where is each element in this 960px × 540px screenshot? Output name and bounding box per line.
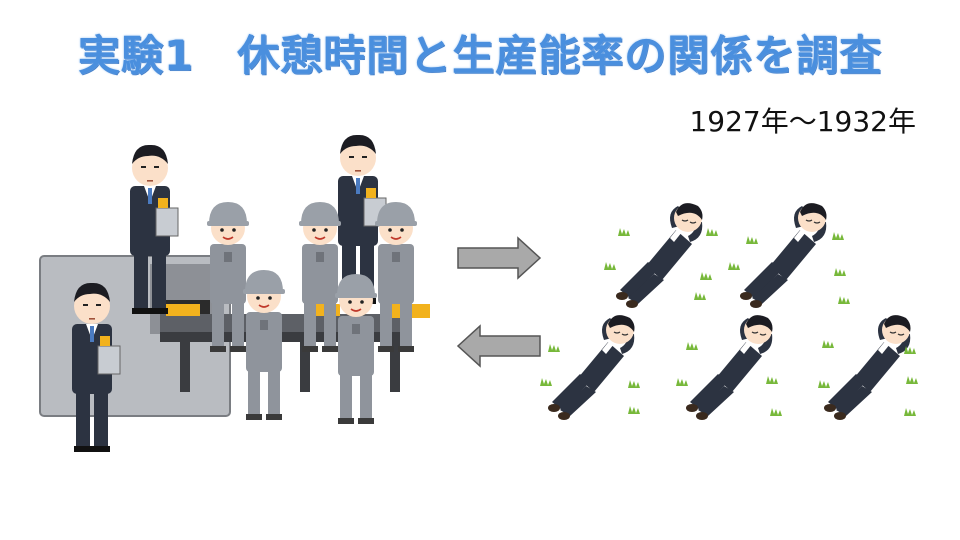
arrow-right-icon [457, 236, 542, 280]
resting-worker-figure [685, 314, 774, 421]
worker-figure [242, 269, 286, 421]
slide-title: 実験1 休憩時間と生産能率の関係を調査 [77, 31, 883, 80]
resting-worker-figure [739, 202, 828, 309]
resting-worker-figure [823, 314, 912, 421]
resting-group [540, 202, 918, 421]
worker-figure [334, 273, 378, 425]
resting-worker-figure [547, 314, 636, 421]
period-label: 1927年～1932年 [689, 105, 916, 138]
resting-worker-figure [615, 202, 704, 309]
arrow-left-icon [456, 324, 541, 368]
